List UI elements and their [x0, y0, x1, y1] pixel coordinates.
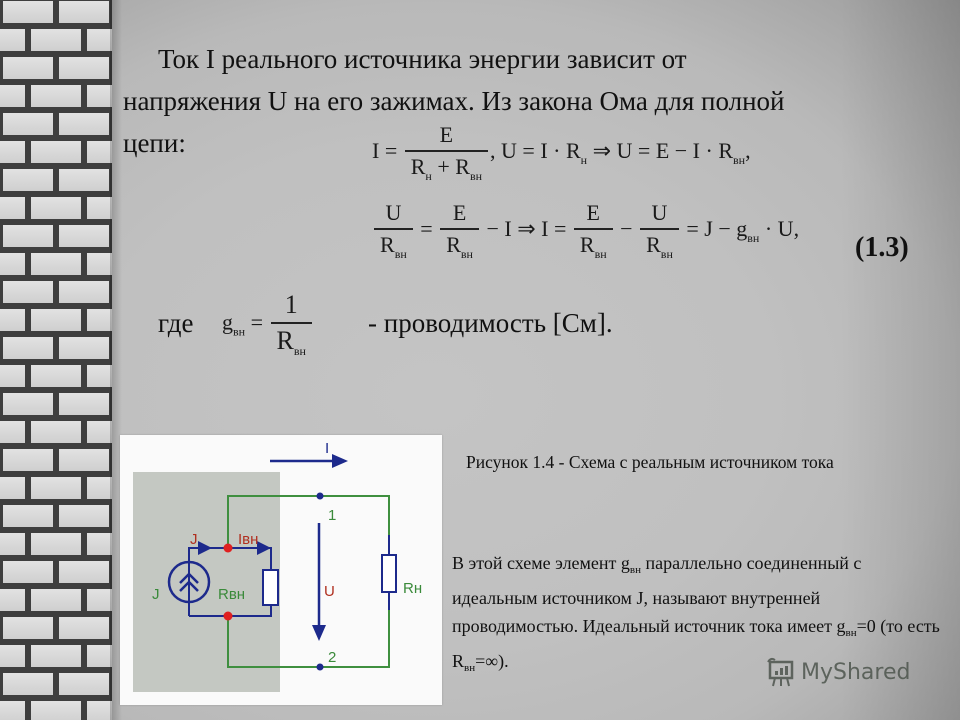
minus-sign: −	[620, 216, 633, 242]
subscript: вн	[629, 564, 642, 576]
formula-part: = J − g	[686, 216, 748, 242]
intro-line-3: цепи:	[123, 128, 186, 158]
subscript: вн	[293, 344, 306, 358]
desc-text: =0 (то есть R	[452, 616, 940, 671]
formula-line-1: I = E Rн + Rвн , U = I · Rн ⇒ U = E − I …	[372, 122, 751, 184]
conductance-description: - проводимость [См].	[368, 308, 613, 338]
implies-arrow: ⇒	[592, 138, 612, 164]
subscript: вн	[733, 153, 746, 168]
where-label: где	[158, 308, 194, 338]
fraction-numerator: U	[385, 200, 402, 225]
subscript: вн	[394, 247, 407, 261]
fraction-numerator: 1	[284, 290, 298, 319]
intro-paragraph: Ток I реального источника энергии зависи…	[123, 38, 784, 164]
formula-part: I =	[541, 216, 567, 242]
current-source-icon	[167, 560, 211, 604]
watermark-text: MyShared	[801, 659, 911, 685]
r-symbol: R	[276, 326, 294, 355]
label-source-j: J	[152, 586, 160, 603]
r-symbol: R	[380, 232, 395, 257]
r-symbol: R	[410, 154, 426, 179]
subscript: вн	[469, 169, 483, 183]
plus-sign: +	[437, 154, 450, 179]
fraction-denominator: Rн + Rвн	[404, 150, 489, 184]
r-symbol: R	[579, 232, 595, 257]
intro-line-2: напряжения U на его зажимах. Из закона О…	[123, 86, 785, 116]
desc-text: В этой схеме элемент g	[452, 553, 630, 573]
formula-part: , U = I · R	[490, 138, 581, 164]
fraction-numerator: U	[651, 200, 668, 225]
label-node-2: 2	[328, 649, 336, 666]
brick-wall-decoration	[0, 0, 112, 720]
current-arrow-icon	[332, 454, 348, 468]
formula-part: · U,	[759, 216, 800, 242]
watermark: MyShared	[767, 657, 910, 687]
equals-sign: =	[250, 309, 264, 335]
circuit-schematic: I 1 2 U J J Iвн Rвн Rн	[133, 440, 422, 692]
terminal-2-icon	[316, 663, 324, 671]
load-resistor-icon	[381, 554, 397, 593]
figure-caption: Рисунок 1.4 - Схема с реальным источнико…	[466, 452, 834, 472]
g-symbol: g	[222, 309, 233, 335]
desc-text: =∞).	[475, 651, 509, 671]
label-node-1: 1	[328, 507, 336, 524]
wires	[227, 495, 390, 668]
terminal-1-icon	[316, 492, 324, 500]
node-bottom-icon	[223, 611, 233, 621]
equation-number: (1.3)	[855, 232, 909, 263]
subscript: н	[425, 169, 432, 183]
fraction-denominator: Rвн	[270, 322, 312, 359]
label-j-arrow: J	[190, 531, 198, 548]
label-voltage-u: U	[324, 583, 335, 600]
subscript: вн	[464, 662, 476, 674]
subscript: вн	[660, 247, 673, 261]
j-arrow-icon	[198, 541, 212, 555]
subscript: вн	[233, 324, 246, 339]
presentation-board-icon	[767, 657, 794, 687]
circuit-description: В этой схеме элемент gвн параллельно сое…	[452, 549, 942, 682]
subscript: н	[580, 153, 588, 168]
label-internal-current: Iвн	[238, 531, 258, 548]
internal-resistor-icon	[262, 569, 279, 606]
r-symbol: R	[455, 154, 470, 179]
equals-sign: =	[420, 216, 433, 242]
formula-part: U = E − I · R	[616, 138, 733, 164]
subscript: вн	[594, 247, 607, 261]
intro-line-1: Ток I реального источника энергии зависи…	[158, 44, 687, 74]
label-internal-resistor: Rвн	[218, 586, 245, 603]
circuit-diagram: I 1 2 U J J Iвн Rвн Rн	[120, 435, 442, 705]
label-current-i: I	[325, 440, 329, 457]
fraction-numerator: E	[439, 122, 454, 147]
fraction-denominator: Rвн	[374, 228, 413, 262]
subscript: вн	[747, 231, 760, 246]
implies-arrow: ⇒	[517, 216, 536, 242]
fraction-denominator: Rвн	[440, 228, 479, 262]
fraction-numerator: E	[586, 200, 600, 225]
brick-wall-shadow	[110, 0, 122, 720]
formula-comma: ,	[745, 138, 751, 164]
node-top-icon	[223, 543, 233, 553]
r-symbol: R	[446, 232, 461, 257]
fraction-denominator: Rвн	[573, 228, 613, 262]
label-load-resistor: Rн	[403, 580, 422, 597]
voltage-arrow-icon	[312, 625, 326, 641]
desc-text: параллельно соединенный с идеальным исто…	[452, 553, 862, 636]
r-symbol: R	[646, 232, 661, 257]
fraction-denominator: Rвн	[640, 228, 679, 262]
formula-part: − I	[486, 216, 512, 242]
subscript: вн	[460, 247, 473, 261]
fraction-numerator: E	[452, 200, 467, 225]
formula-lhs: I =	[372, 138, 398, 164]
ibh-arrow-icon	[257, 541, 271, 555]
fraction-e-over-sum: E Rн + Rвн	[404, 122, 489, 184]
subscript: вн	[845, 627, 857, 639]
